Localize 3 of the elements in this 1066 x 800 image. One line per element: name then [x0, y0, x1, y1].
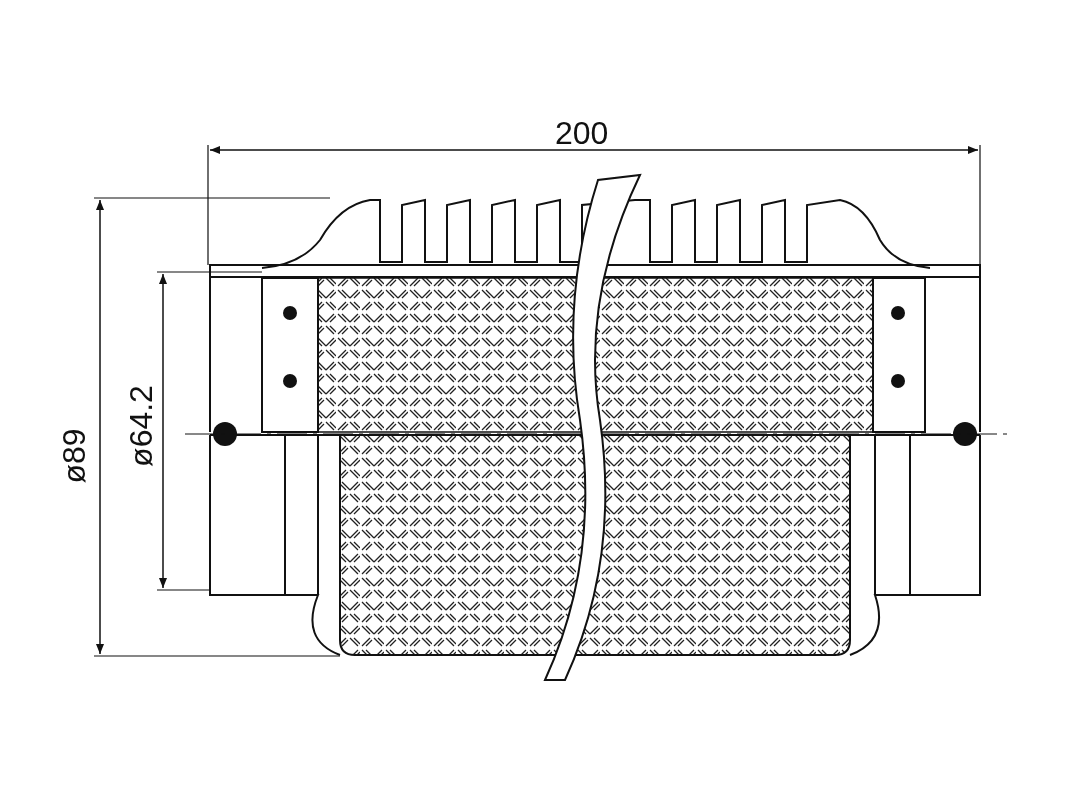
- dimension-label: 200: [555, 117, 609, 149]
- dimension-label: ø64.2: [124, 385, 157, 467]
- dimension-label: ø89: [57, 428, 90, 484]
